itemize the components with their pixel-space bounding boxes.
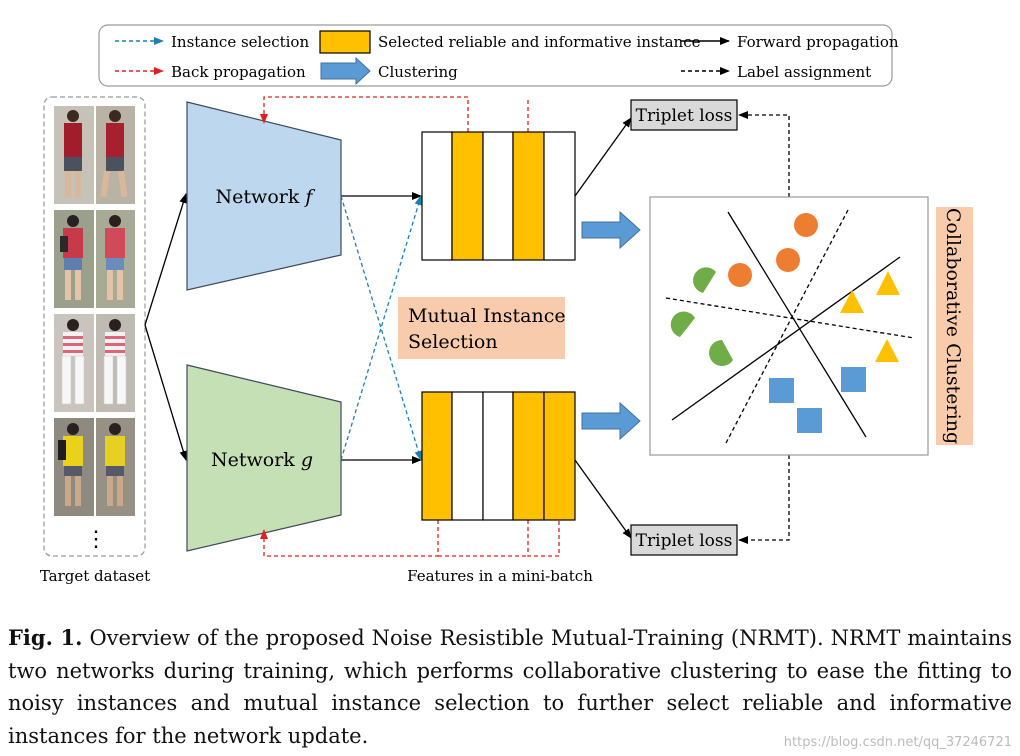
back-propagation-arrow-g	[260, 520, 439, 557]
features-label: Features in a mini-batch	[407, 567, 593, 585]
network-g-label: Network g	[211, 449, 313, 471]
network-g	[186, 364, 342, 552]
selected-instance-legend-swatch	[319, 30, 371, 54]
feature-cell	[482, 131, 514, 261]
watermark: https://blog.csdn.net/qq_37246721	[783, 735, 1012, 750]
feature-cell-selected	[512, 391, 545, 521]
green-half-circle-sample	[709, 340, 733, 366]
target-dataset-panel: ⋮	[43, 96, 146, 557]
network-f-label: Network f	[216, 186, 316, 208]
orange-circle-sample	[794, 213, 818, 237]
person-image	[96, 314, 135, 412]
forward-arrow-to-triplet-top	[574, 117, 632, 197]
feature-cell-selected	[543, 391, 576, 521]
back-propagation-branch	[527, 520, 560, 557]
yellow-triangle-sample	[840, 290, 864, 313]
feature-cell-selected	[421, 391, 453, 521]
figure-caption: Fig. 1. Overview of the proposed Noise R…	[8, 622, 1012, 752]
forward-arrow-to-network-g	[144, 324, 188, 461]
clustering-panel	[649, 196, 929, 456]
clustering-arrow-g	[581, 401, 641, 441]
yellow-triangle-sample	[875, 339, 899, 362]
triplet-loss-top-box	[630, 99, 738, 131]
mutual-instance-selection-line2: Selection	[408, 331, 498, 353]
triplet-loss-bottom-label: Triplet loss	[636, 531, 733, 551]
feature-cell	[451, 391, 484, 521]
forward-arrow-to-triplet-bottom	[574, 459, 632, 539]
person-image	[54, 314, 94, 412]
person-image	[54, 210, 94, 308]
cluster-boundary-dashed	[725, 209, 849, 444]
blue-square-sample	[769, 378, 794, 403]
feature-cell	[482, 391, 514, 521]
legend-instance-selection: Instance selection	[171, 33, 309, 51]
legend-clustering: Clustering	[378, 63, 458, 81]
instance-selection-arrow-f-to-g	[340, 195, 423, 461]
legend-back-propagation: Back propagation	[171, 63, 306, 81]
blue-square-sample	[841, 367, 866, 392]
network-f	[186, 101, 342, 291]
person-image	[96, 106, 135, 204]
yellow-triangle-sample	[876, 271, 900, 295]
target-dataset-label: Target dataset	[40, 567, 150, 585]
features-block-g	[421, 391, 576, 521]
triplet-loss-bottom-box	[630, 524, 738, 556]
triplet-loss-top-label: Triplet loss	[636, 106, 733, 126]
feature-cell-selected	[512, 131, 545, 261]
blue-square-sample	[797, 408, 822, 433]
feature-cell-selected	[451, 131, 484, 261]
cluster-boundary-solid	[671, 256, 901, 421]
label-assignment-arrow-bottom	[738, 455, 790, 544]
feature-cell	[421, 131, 453, 261]
clustering-arrow-f	[581, 210, 641, 250]
clustering-legend-arrow-icon	[320, 56, 371, 86]
collaborative-clustering-box	[936, 207, 973, 445]
orange-circle-sample	[776, 248, 800, 272]
nrmt-diagram: Instance selection Back propagation Sele…	[40, 24, 973, 585]
features-block-f	[421, 131, 576, 261]
cluster-boundary-solid	[727, 211, 867, 438]
person-image	[96, 210, 135, 308]
figure-caption-text: Overview of the proposed Noise Resistibl…	[8, 626, 1012, 748]
legend-label-assignment: Label assignment	[737, 63, 871, 81]
forward-arrow-to-network-f	[144, 193, 188, 326]
label-assignment-arrow-top	[738, 111, 790, 197]
person-image	[54, 418, 94, 516]
back-propagation-arrow-f	[260, 96, 469, 132]
mutual-instance-selection-line1: Mutual Instance	[408, 305, 566, 327]
legend-forward-propagation: Forward propagation	[737, 33, 899, 51]
feature-cell	[543, 131, 576, 261]
person-image	[54, 106, 94, 204]
orange-circle-sample	[728, 263, 752, 287]
legend: Instance selection Back propagation Sele…	[98, 24, 899, 87]
person-image	[96, 418, 135, 516]
green-half-circle-sample	[693, 267, 716, 293]
more-images-ellipsis: ⋮	[85, 527, 107, 552]
instance-selection-arrow-g-to-f	[340, 195, 423, 461]
mutual-instance-selection-box	[398, 297, 565, 359]
legend-selected-instance: Selected reliable and informative instan…	[378, 33, 701, 51]
green-half-circle-sample	[670, 311, 695, 337]
collaborative-clustering-label: Collaborative Clustering	[942, 208, 964, 444]
figure-caption-label: Fig. 1.	[8, 625, 83, 650]
